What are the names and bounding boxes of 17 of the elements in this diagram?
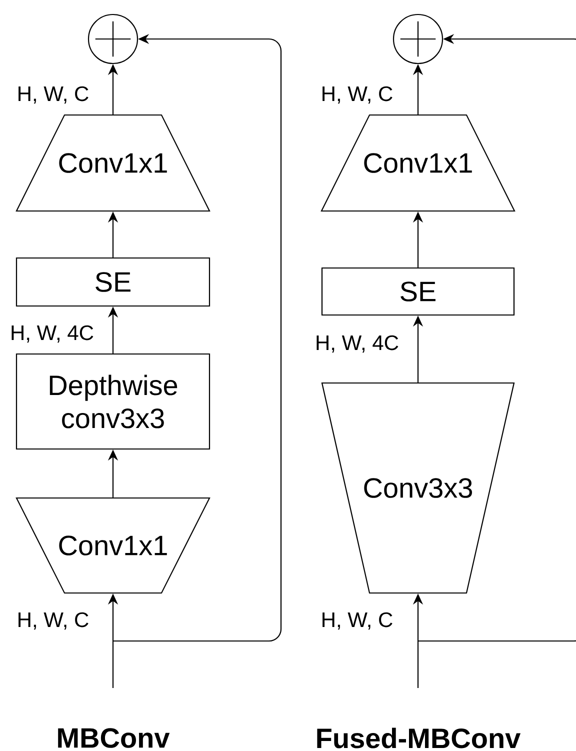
block-box: SE — [16, 257, 210, 307]
conv-trapezoid: Conv1x1 — [16, 497, 210, 594]
conv-trapezoid: Conv1x1 — [320, 114, 516, 212]
conv-trapezoid: Conv3x3 — [321, 382, 515, 594]
sum-circle — [88, 14, 138, 64]
tensor-shape-label: H, W, 4C — [12, 325, 94, 343]
tensor-shape-label: H, W, C — [322, 86, 392, 104]
tensor-shape-label: H, W, 4C — [316, 335, 398, 353]
conv-trapezoid: Conv1x1 — [16, 114, 210, 212]
block-box: SE — [321, 267, 515, 316]
tensor-shape-label: H, W, C — [322, 612, 392, 630]
tensor-shape-label: H, W, C — [18, 612, 88, 630]
tensor-shape-label: H, W, C — [18, 86, 88, 104]
block-box: Depthwise conv3x3 — [16, 353, 210, 450]
sum-circle — [392, 14, 444, 64]
block-title: MBConv — [58, 728, 170, 748]
block-title: Fused-MBConv — [317, 728, 521, 748]
